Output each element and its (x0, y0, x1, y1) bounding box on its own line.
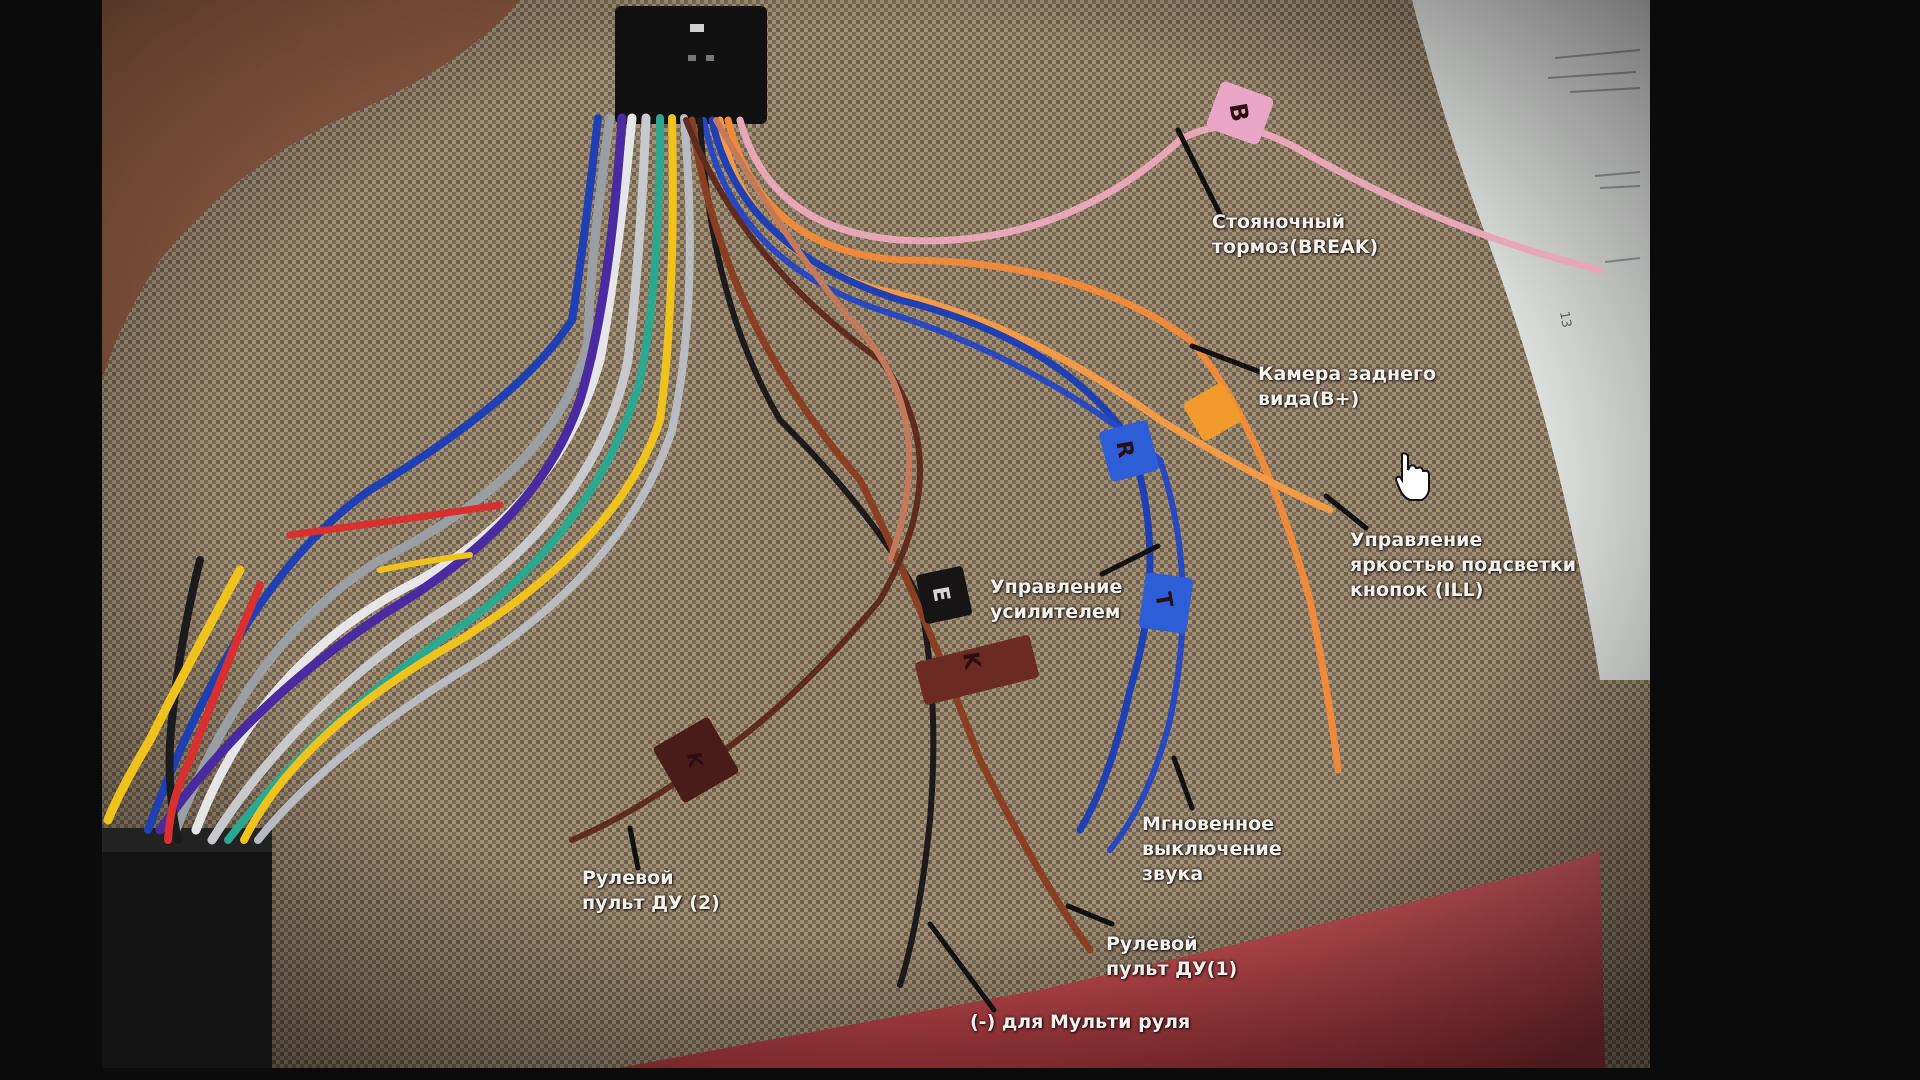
label-parking-brake: Стояночный тормоз(BREAK) (1212, 211, 1379, 259)
pointer-rear-camera (1189, 343, 1263, 375)
label-steering-remote-1: Рулевой пульт ДУ(1) (1106, 933, 1238, 981)
pointer-multi-wheel (927, 921, 997, 1013)
label-steering-remote-2: Рулевой пульт ДУ (2) (582, 867, 720, 915)
pointer-mute (1171, 755, 1195, 811)
individual-wires (569, 116, 1604, 988)
svg-text:T: T (1149, 590, 1176, 609)
label-mute: Мгновенное выключение звука (1142, 813, 1282, 886)
black-wire-tag: E (916, 566, 972, 624)
svg-text:E: E (927, 585, 954, 604)
brown-wire-tag: K (915, 635, 1039, 705)
blue-wire-tag-top: R (1099, 420, 1159, 482)
label-multi-wheel-ground: (-) для Мульти руля (970, 1011, 1191, 1033)
label-illumination: Управление яркостью подсветки кнопок (IL… (1350, 529, 1577, 602)
pointer-parking-brake (1175, 127, 1225, 221)
orange-wire-tag (1183, 383, 1243, 441)
pointer-amplifier (1099, 543, 1161, 577)
pointer-steering-remote-2 (627, 825, 641, 871)
wire-bundle (144, 113, 694, 845)
pointer-illumination (1323, 493, 1369, 531)
label-rear-camera: Камера заднего вида(B+) (1258, 363, 1437, 411)
pointer-steering-remote-1 (1065, 903, 1115, 927)
pink-wire-tag: B (1206, 81, 1274, 145)
svg-text:B: B (1223, 101, 1254, 124)
pointer-lines (627, 127, 1369, 1013)
blue-wire-tag-bottom: T (1138, 572, 1194, 634)
bottom-left-connector (102, 828, 272, 1068)
top-connector (615, 6, 767, 124)
svg-text:R: R (1110, 439, 1138, 460)
label-amplifier: Управление усилителем (990, 576, 1123, 624)
svg-text:K: K (682, 750, 709, 771)
short-wires (103, 556, 264, 844)
svg-text:K: K (957, 650, 985, 672)
hand-pointer-icon (1394, 452, 1430, 501)
dark-brown-wire-tag: K (653, 717, 739, 803)
